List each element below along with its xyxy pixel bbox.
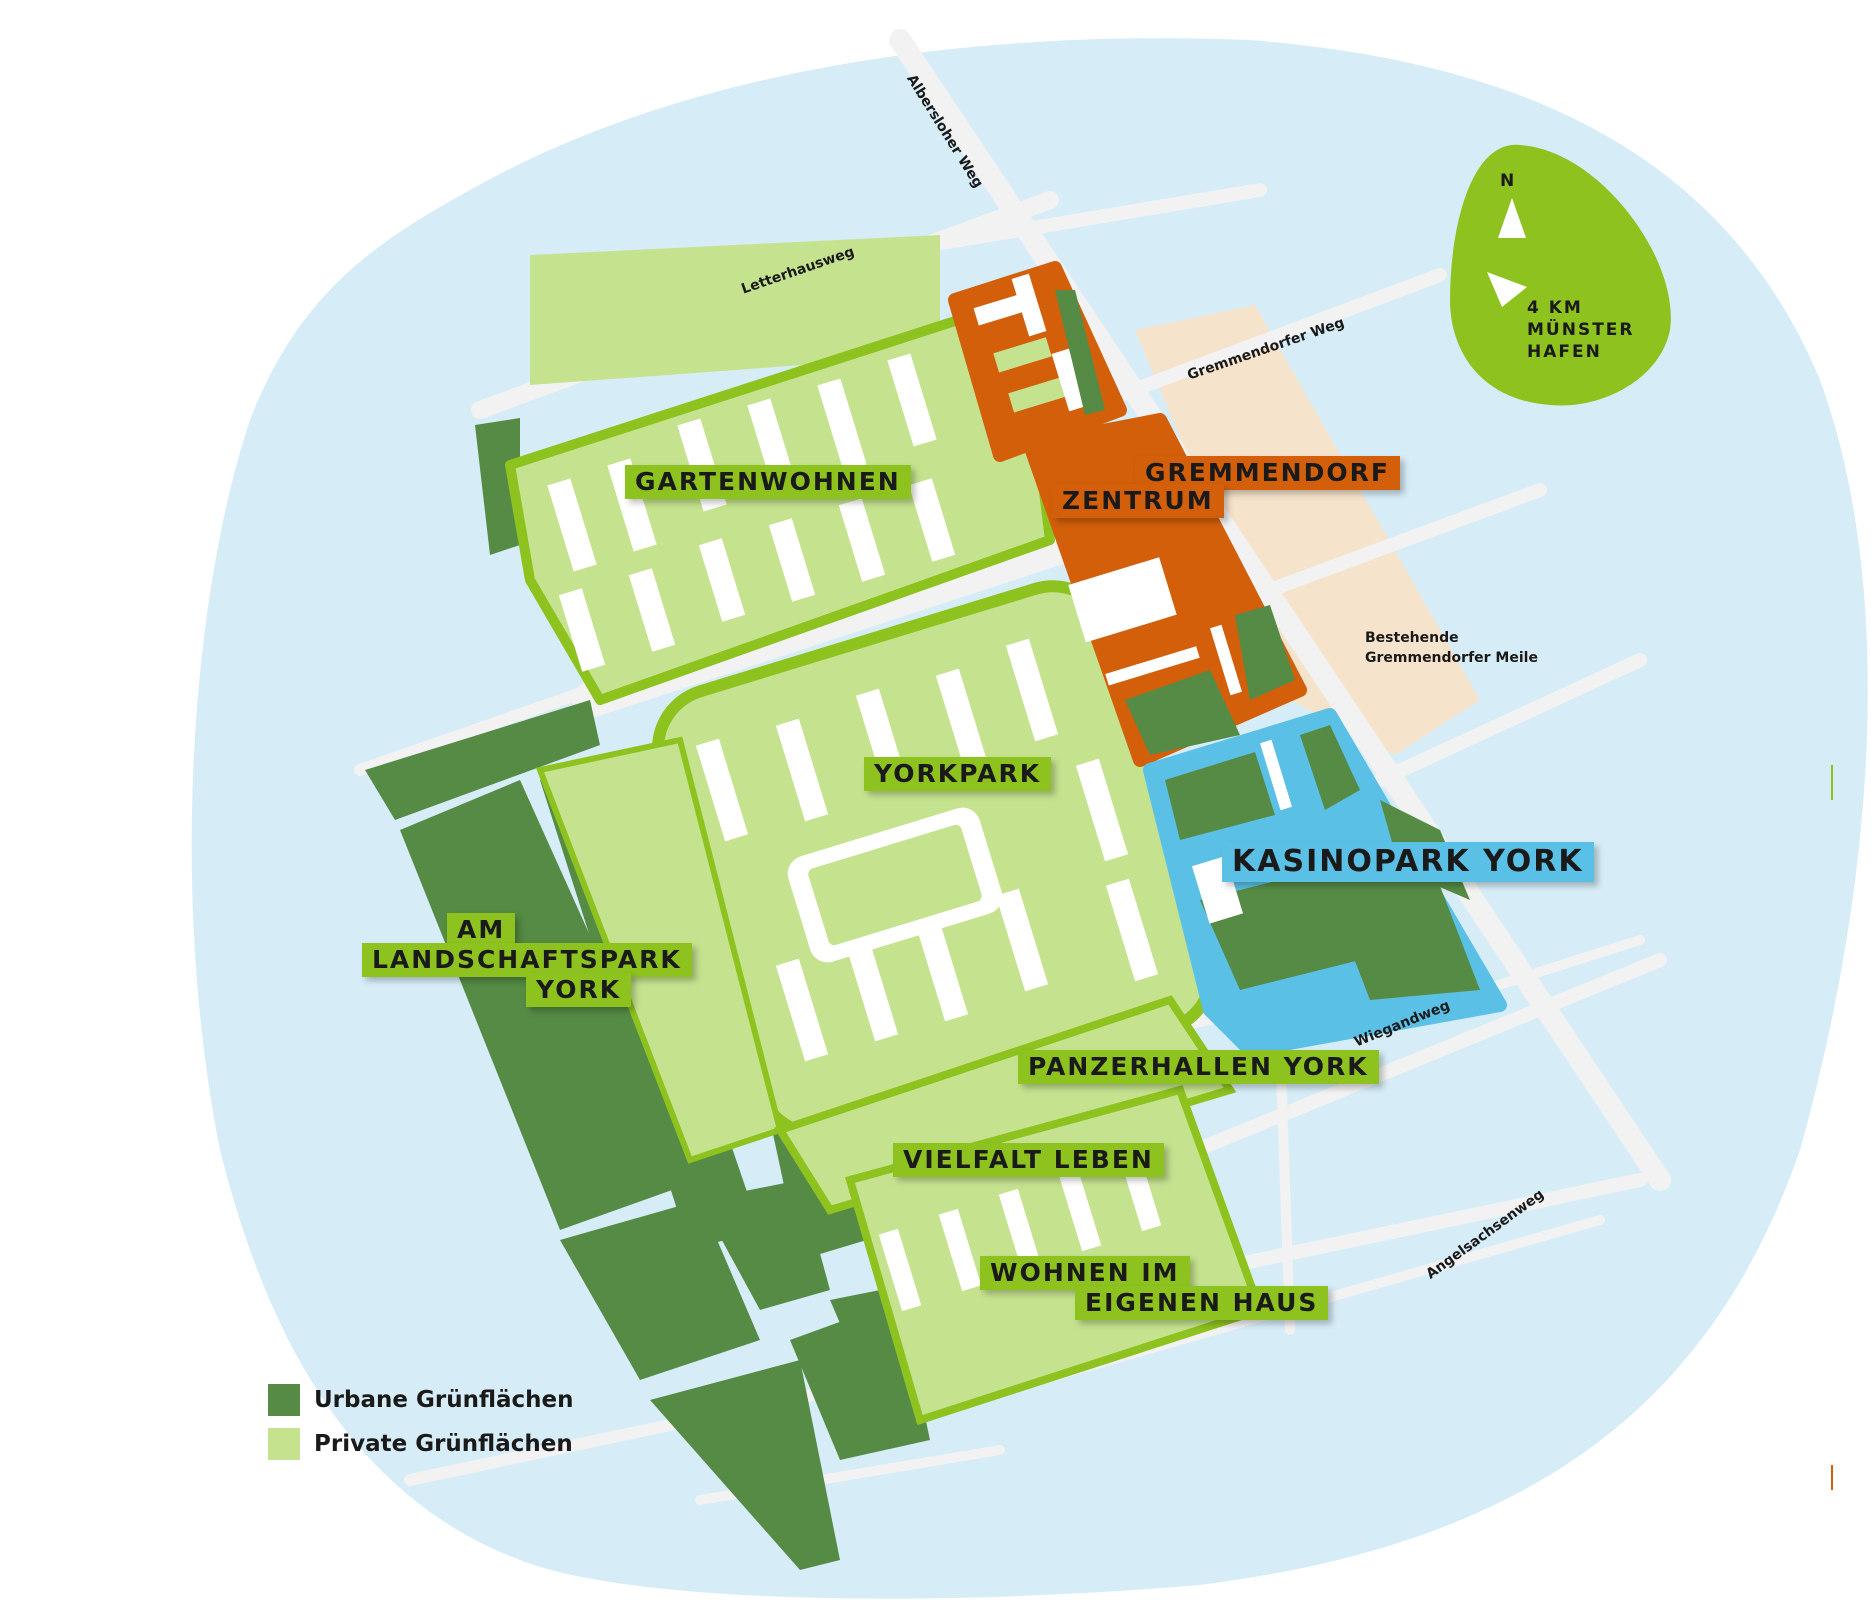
buildings [547, 353, 1162, 1312]
district-label-gartenwohnen: GARTENWOHNEN [625, 465, 911, 499]
compass-destination-line2: HAFEN [1527, 342, 1602, 362]
private-green-swatch [268, 1428, 300, 1460]
kasinopark-area [1143, 708, 1507, 1057]
legend: Urbane Grünflächen Private Grünflächen [268, 1378, 574, 1466]
compass-distance: 4 KM [1527, 298, 1583, 318]
compass-destination: 4 KM MÜNSTER HAFEN [1527, 297, 1635, 363]
compass-destination-line1: MÜNSTER [1527, 320, 1635, 340]
legend-item-urban: Urbane Grünflächen [268, 1378, 574, 1422]
district-label-landschaftspark-line3: YORK [526, 973, 632, 1007]
legend-label-private: Private Grünflächen [314, 1431, 573, 1457]
compass-north-label: N [1500, 171, 1517, 191]
district-label-eigenes-haus-line1: WOHNEN IM [980, 1256, 1190, 1290]
compass-blob [1450, 144, 1671, 406]
meile-line2: Gremmendorfer Meile [1365, 650, 1538, 666]
yorkpark-square [787, 807, 1003, 963]
legend-label-urban: Urbane Grünflächen [314, 1387, 574, 1413]
district-label-landschaftspark-line2: LANDSCHAFTSPARK [362, 943, 692, 977]
north-arrow-icon [1498, 198, 1526, 238]
district-label-panzerhallen: PANZERHALLEN YORK [1018, 1050, 1379, 1084]
direction-arrow-icon [1487, 272, 1527, 307]
district-label-gremmendorf-line2: ZENTRUM [1052, 484, 1224, 518]
urban-green-swatch [268, 1384, 300, 1416]
legend-item-private: Private Grünflächen [268, 1422, 574, 1466]
district-label-gremmendorf-line1: GREMMENDORF [1135, 456, 1400, 490]
district-label-yorkpark: YORKPARK [864, 757, 1052, 791]
gremmendorfer-meile-area [1135, 305, 1480, 755]
meile-line1: Bestehende [1365, 630, 1459, 646]
district-label-vielfalt: VIELFALT LEBEN [893, 1143, 1164, 1177]
district-label-landschaftspark-line1: AM [447, 913, 516, 947]
district-label-eigenes-haus-line2: EIGENEN HAUS [1075, 1286, 1329, 1320]
meile-annotation: Bestehende Gremmendorfer Meile [1365, 628, 1538, 668]
district-label-kasinopark: KASINOPARK YORK [1222, 842, 1594, 882]
